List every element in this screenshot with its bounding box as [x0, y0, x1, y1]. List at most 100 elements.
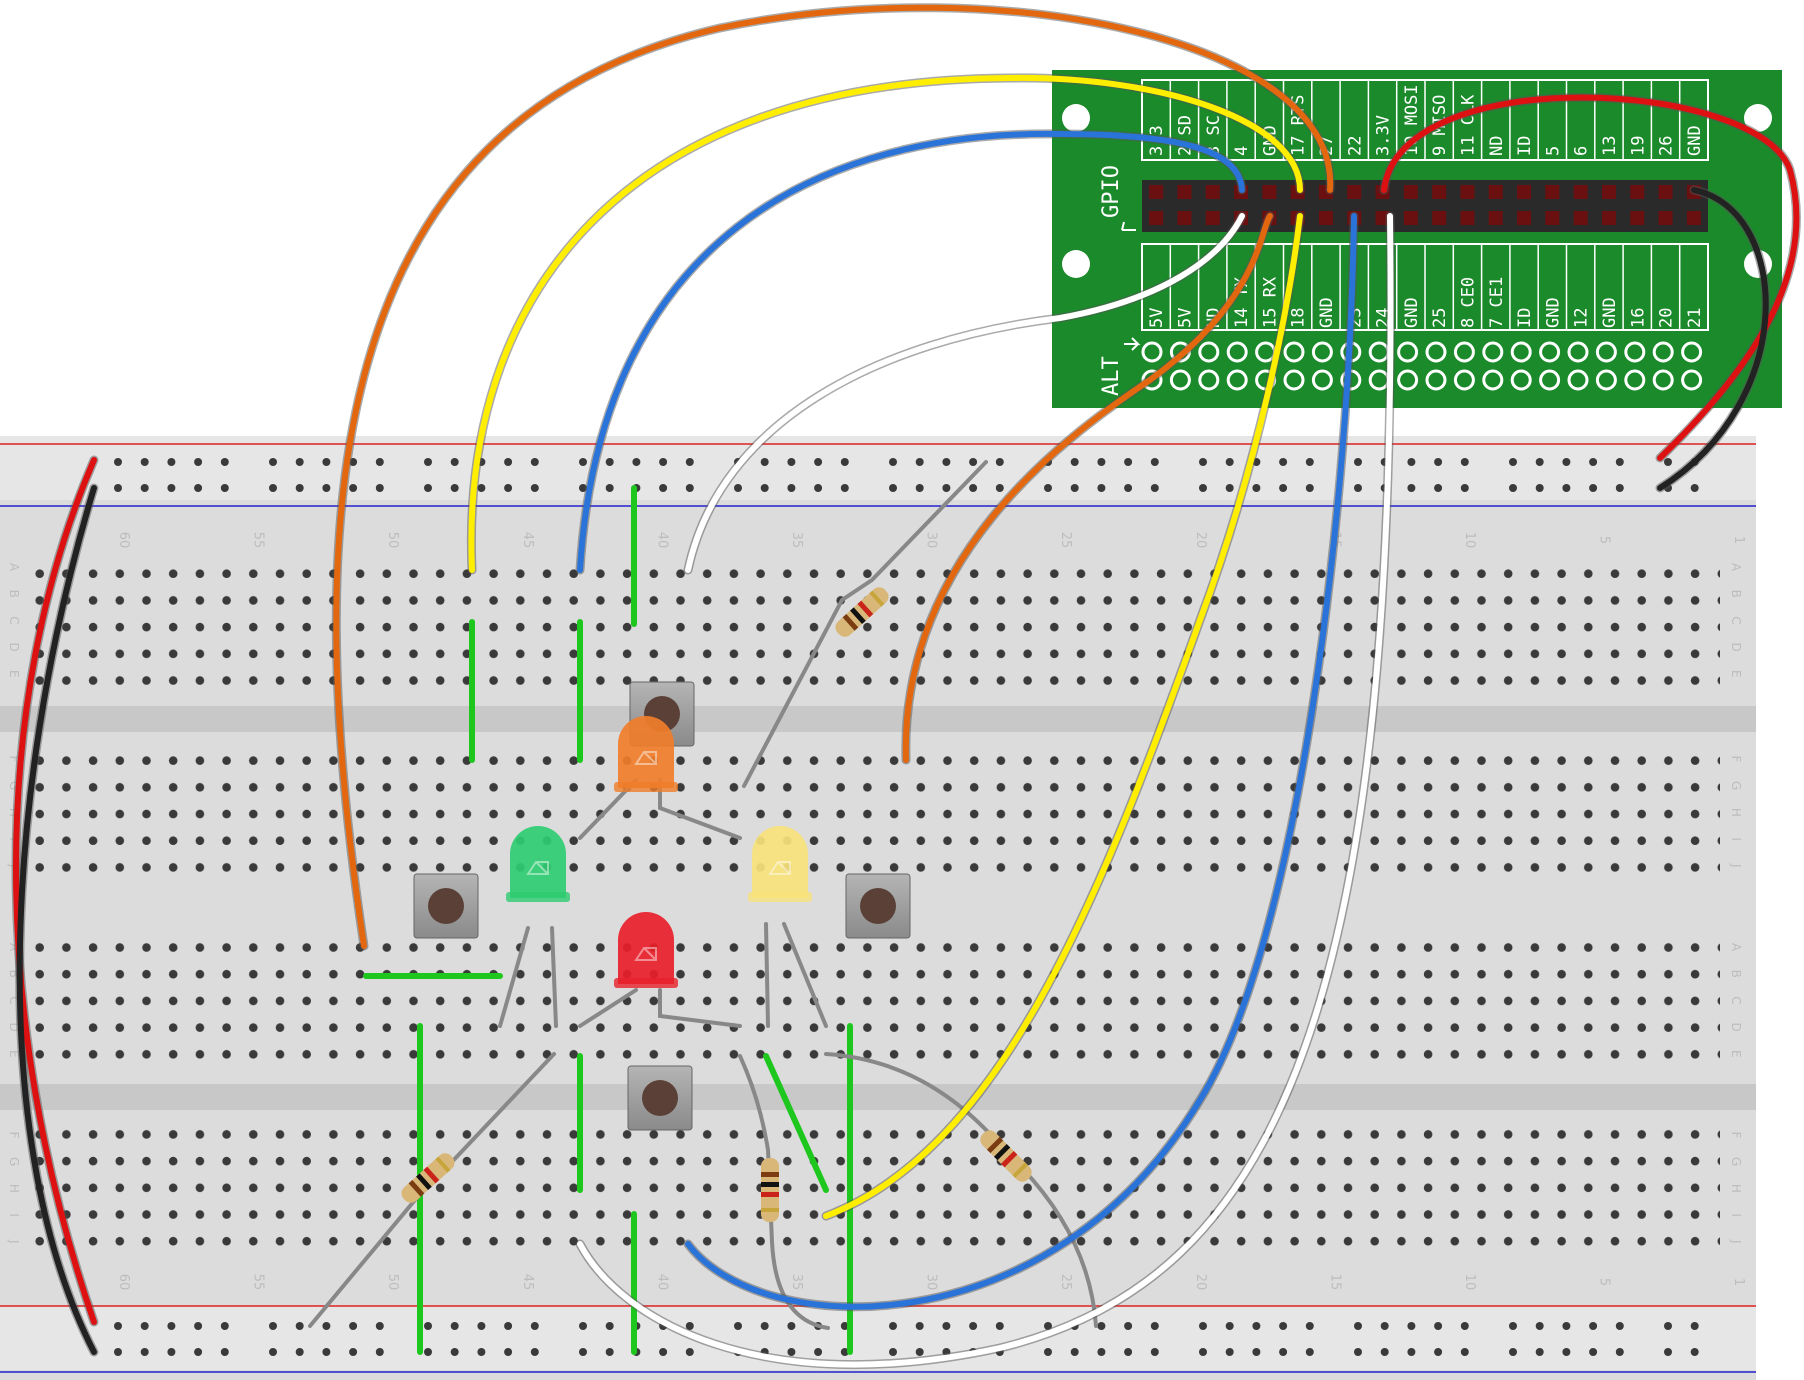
top-pin-label: GND [1685, 125, 1705, 156]
top-pin-label: 4 [1232, 146, 1252, 156]
mount-hole-tl [1062, 104, 1090, 132]
resistor-4 [980, 1130, 1032, 1182]
bottom-pin-label: 16 [1628, 308, 1648, 328]
bottom-pin-label: 15 RX [1260, 276, 1280, 328]
header-pin [1403, 185, 1418, 199]
bottom-pin-label: 18 [1289, 308, 1309, 328]
bottom-pin-label: GND [1317, 297, 1337, 328]
mount-hole-bl [1062, 250, 1090, 278]
holes-block-2-abcde [20, 934, 1720, 1067]
bottom-pin-label: 20 [1657, 308, 1677, 328]
solder-pad [1624, 369, 1646, 391]
push-button-3[interactable] [845, 873, 911, 939]
solder-pad [1595, 369, 1617, 391]
row-letter: C [7, 616, 21, 624]
column-number: 45 [520, 532, 535, 549]
yellow-wire-1 [468, 74, 1303, 573]
solder-pad [1482, 341, 1504, 363]
row-letter: A [1729, 943, 1743, 952]
row-letter: E [7, 670, 21, 678]
row-letter: C [7, 996, 21, 1004]
header-pin [1149, 211, 1164, 225]
column-number: 35 [789, 1274, 804, 1291]
solder-pad [1311, 369, 1333, 391]
bottom-pin-label: 5V [1175, 308, 1195, 328]
solder-pad [1169, 369, 1191, 391]
header-pin [1432, 185, 1447, 199]
header-pin [1573, 185, 1588, 199]
top-pin-label: 26 [1657, 136, 1677, 156]
header-pin [1601, 211, 1616, 225]
row-letter: H [1729, 808, 1743, 817]
column-number: 40 [654, 1274, 669, 1291]
header-pin [1630, 211, 1645, 225]
green-led [506, 826, 570, 902]
solder-pad [1567, 341, 1589, 363]
bottom-pin-label: GND [1600, 297, 1620, 328]
column-number: 40 [654, 532, 669, 549]
column-number: 25 [1058, 532, 1073, 549]
solder-pad [1482, 369, 1504, 391]
row-letter: C [1729, 616, 1743, 624]
header-pin [1601, 185, 1616, 199]
solder-pad [1510, 341, 1532, 363]
blue-wire-1 [577, 130, 1245, 573]
row-letter: G [7, 1157, 21, 1166]
bottom-pin-label: 5V [1147, 308, 1167, 328]
column-number: 35 [789, 532, 804, 549]
resistor-3 [761, 1158, 779, 1222]
column-number: 60 [116, 532, 131, 549]
solder-pad [1567, 369, 1589, 391]
solder-pad [1652, 341, 1674, 363]
row-letter: C [1729, 996, 1743, 1004]
column-number: 60 [116, 1274, 131, 1291]
row-letter: B [1729, 970, 1743, 978]
push-button-2[interactable] [413, 873, 479, 939]
alt-arrow-icon [1124, 337, 1141, 351]
resistors [401, 587, 1032, 1222]
holes-block-2-fghij [20, 1122, 1720, 1255]
bottom-pin-label: 21 [1685, 308, 1705, 328]
header-pin [1573, 211, 1588, 225]
white-wire-1 [685, 213, 1245, 573]
solder-pad [1425, 369, 1447, 391]
solder-pads [1141, 341, 1703, 391]
solder-pad [1652, 369, 1674, 391]
top-pin-label: 6 [1572, 146, 1592, 156]
red-power-wire [1381, 94, 1800, 461]
row-letter: D [7, 1022, 21, 1031]
row-letter: A [7, 563, 21, 572]
header-pin [1205, 211, 1220, 225]
row-letter: J [1729, 863, 1743, 868]
column-numbers: 6060555550504545404035353030252520201515… [116, 532, 1746, 1291]
column-number: 5 [1597, 536, 1612, 544]
row-letter: A [1729, 563, 1743, 572]
column-number: 10 [1462, 1274, 1477, 1291]
gpio-side-label: GPIO [1099, 165, 1124, 218]
header-pin [1460, 185, 1475, 199]
header-pin [1658, 185, 1673, 199]
row-letter: G [1729, 1157, 1743, 1166]
jumper-8 [763, 1053, 829, 1193]
header-pin [1347, 185, 1362, 199]
header-pin [1488, 211, 1503, 225]
top-pin-label: 11 CLK [1458, 94, 1478, 156]
push-button-4[interactable] [627, 1065, 693, 1131]
top-pin-label: 3.3V [1374, 115, 1394, 156]
top-pin-label: 13 [1600, 136, 1620, 156]
row-letter: F [7, 1132, 21, 1139]
solder-pad [1453, 341, 1475, 363]
column-number: 1 [1731, 536, 1746, 544]
row-letter: B [7, 970, 21, 978]
gpio-header [1142, 180, 1708, 232]
top-pin-label: 3 SC [1204, 115, 1224, 156]
row-letter: F [1729, 756, 1743, 763]
red-led [614, 912, 678, 988]
row-letter: I [1729, 1213, 1743, 1217]
column-number: 55 [251, 1274, 266, 1291]
white-wire-2 [577, 213, 1394, 1368]
bottom-pin-label: 7 CE1 [1487, 277, 1507, 328]
header-pin [1630, 185, 1645, 199]
